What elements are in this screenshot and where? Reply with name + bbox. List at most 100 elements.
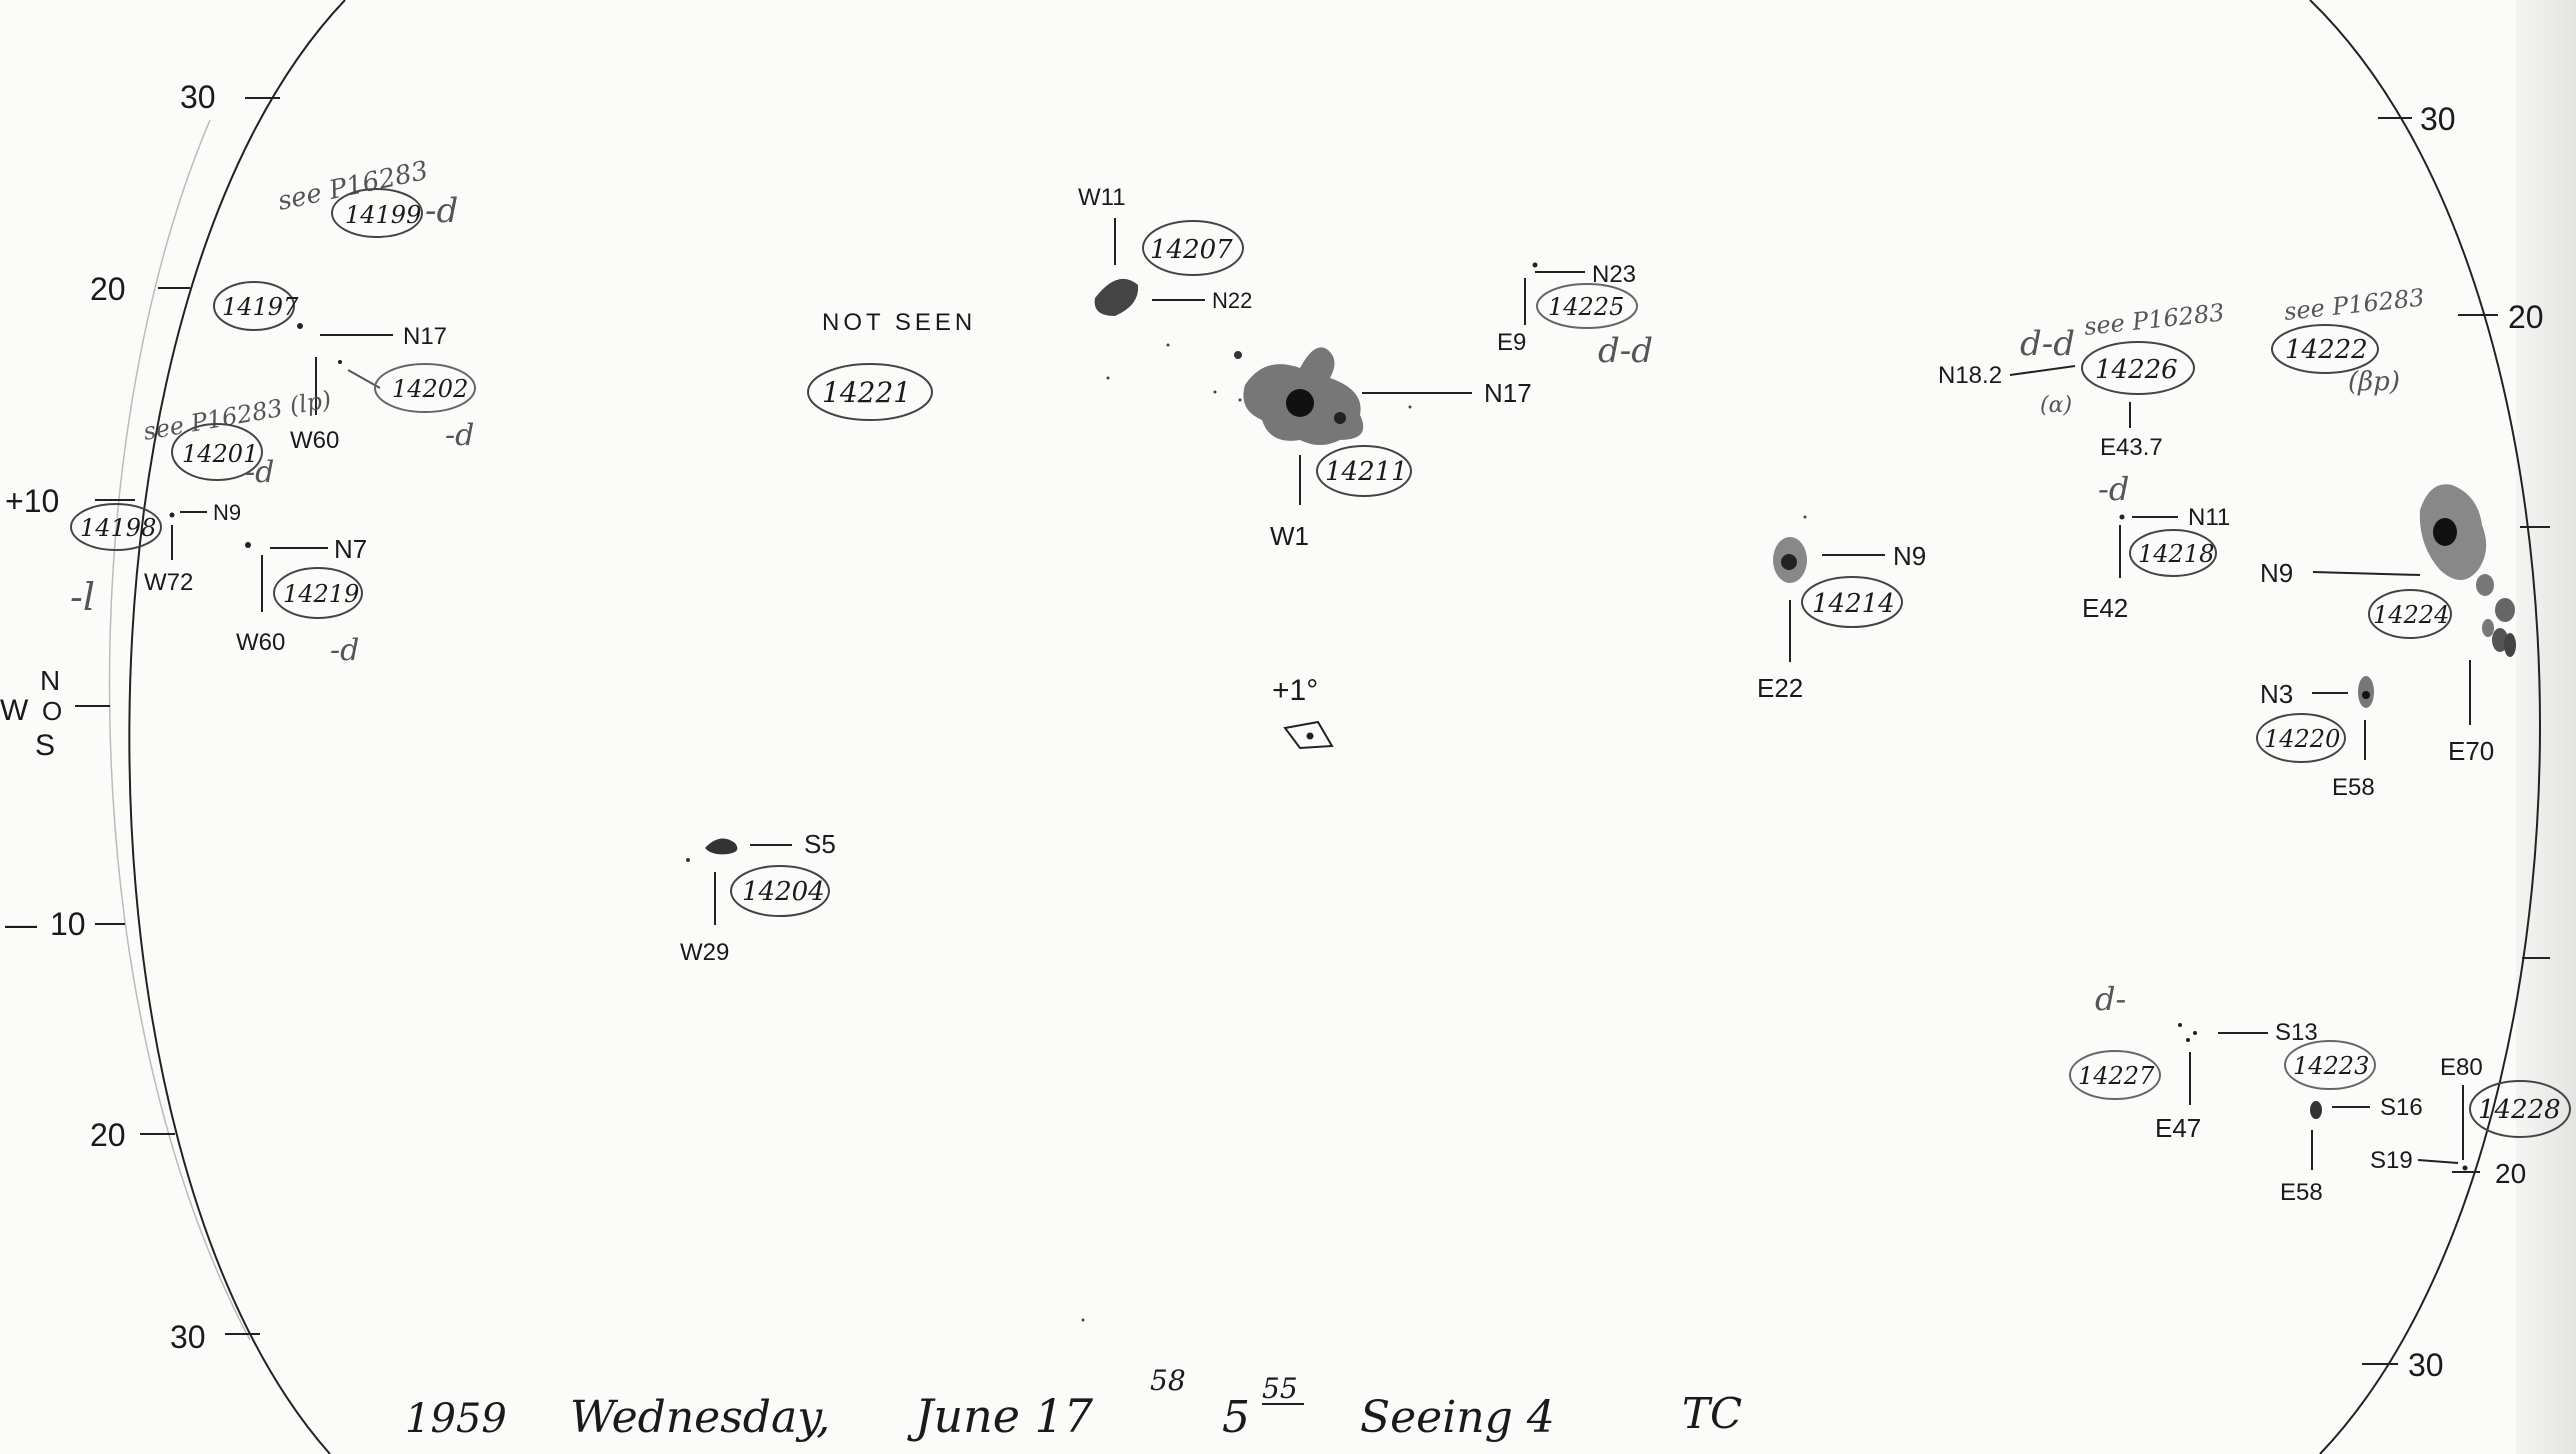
- region-latitude: N9: [1893, 541, 1926, 571]
- region-latitude: N11: [2188, 504, 2230, 531]
- region-number: 14227: [2078, 1062, 2155, 1090]
- region-number: 14207: [1150, 235, 1233, 265]
- lat-right-30-top: 30: [2420, 101, 2456, 137]
- region-tag: -d: [445, 418, 474, 453]
- region-14211: N17 14211 W1: [1234, 347, 1532, 551]
- region-14220: N3 14220 E58: [2256, 676, 2375, 801]
- region-latitude: S5: [804, 829, 836, 859]
- region-number: 14223: [2293, 1052, 2369, 1080]
- region-latitude: N9: [213, 500, 241, 525]
- region-right-latitude: 20: [2495, 1158, 2526, 1189]
- region-14228: E80 14228 S19 20: [2370, 1054, 2571, 1189]
- lat-left-plus-10: +10: [5, 483, 59, 519]
- orientation-w: W: [0, 694, 29, 727]
- solar-limb-left-inner: [108, 119, 251, 1341]
- orientation-marker: W N O S: [0, 665, 110, 762]
- region-longitude: W1: [1270, 521, 1309, 551]
- region-latitude: N3: [2260, 679, 2293, 709]
- region-tag: -d: [2098, 470, 2129, 508]
- region-longitude: W60: [236, 629, 285, 656]
- lat-right-20-top: 20: [2508, 299, 2544, 335]
- region-14226: see P16283 d-d 14226 N18.2 (α) E43.7: [1938, 298, 2226, 461]
- footer-weekday: Wednesday,: [570, 1392, 830, 1443]
- orientation-o: O: [42, 696, 62, 726]
- region-number: 14198: [80, 514, 156, 542]
- region-14198: 14198 N9 W72 -l: [70, 500, 241, 619]
- region-latitude: N23: [1592, 261, 1636, 288]
- latitude-scale-right: 30 20 30: [2362, 101, 2550, 1383]
- orientation-n: N: [40, 665, 60, 696]
- region-longitude: E80: [2440, 1054, 2483, 1081]
- lat-left-30-bottom: 30: [170, 1319, 206, 1355]
- observation-footer: 1959 Wednesday, June 17 58 5 55 Seeing 4…: [405, 1364, 1742, 1443]
- region-longitude: E9: [1497, 329, 1526, 356]
- region-14218: -d N11 14218 E42: [2082, 470, 2230, 623]
- region-number: 14220: [2264, 725, 2340, 753]
- region-longitude: E58: [2280, 1179, 2323, 1206]
- region-14222: see P16283 14222 (βp): [2271, 283, 2426, 397]
- region-number: 14204: [742, 877, 825, 907]
- region-number: 14201: [182, 440, 258, 468]
- region-number: 14219: [283, 580, 359, 608]
- region-longitude: W72: [144, 569, 193, 596]
- region-latitude: N9: [2260, 558, 2293, 588]
- region-14225: N23 14225 E9 d-d: [1497, 261, 1653, 371]
- footer-observer: TC: [1682, 1389, 1742, 1438]
- lat-left-20-bottom: 20: [90, 1117, 126, 1153]
- region-number: 14226: [2095, 355, 2178, 385]
- footer-time-sup: 55: [1262, 1372, 1298, 1405]
- region-14204: S5 14204 W29: [680, 829, 836, 966]
- region-latitude: S13: [2275, 1019, 2318, 1046]
- region-number: 14222: [2285, 335, 2368, 365]
- lat-left-10-bottom: 10: [50, 906, 86, 942]
- region-longitude: W60: [290, 427, 339, 454]
- paper-edge: [2516, 0, 2576, 1454]
- region-number: 14228: [2478, 1095, 2561, 1125]
- region-latitude: N17: [403, 323, 447, 350]
- region-14197: 14197: [213, 281, 303, 331]
- lat-left-minus-tick: —: [5, 906, 37, 942]
- region-number: 14214: [1812, 589, 1895, 619]
- region-longitude: W29: [680, 939, 729, 966]
- footer-time: 5: [1222, 1392, 1250, 1443]
- region-longitude: E43.7: [2100, 434, 2163, 461]
- lat-left-20-top: 20: [90, 271, 126, 307]
- region-latitude: S16: [2380, 1094, 2423, 1121]
- region-number: 14211: [1325, 457, 1408, 487]
- lat-right-30-bottom: 30: [2408, 1347, 2444, 1383]
- footer-year: 1959: [405, 1396, 507, 1442]
- footer-date-sup: 58: [1150, 1364, 1186, 1397]
- region-14214: N9 14214 E22: [1757, 537, 1926, 703]
- region-number: 14202: [392, 375, 468, 403]
- region-note: see P16283: [2083, 298, 2226, 341]
- region-number: 14221: [822, 376, 911, 409]
- orientation-s: S: [35, 729, 55, 762]
- region-tag: d-d: [2020, 324, 2075, 364]
- region-latitude: N7: [334, 534, 367, 564]
- region-number: 14225: [1548, 293, 1624, 321]
- region-14224: N9 14224 E70: [2260, 484, 2516, 766]
- region-tag: -d: [245, 455, 274, 490]
- region-class: (βp): [2348, 367, 2400, 397]
- region-longitude: E70: [2448, 736, 2494, 766]
- region-14202: N17 W60 14202 -d: [290, 323, 476, 454]
- region-longitude: E58: [2332, 774, 2375, 801]
- region-14223: 14223 S16 E58: [2280, 1040, 2423, 1206]
- region-tag: -l: [70, 575, 95, 619]
- region-note: NOT SEEN: [822, 309, 976, 336]
- region-number: 14218: [2138, 540, 2214, 568]
- region-latitude: N18.2: [1938, 362, 2002, 389]
- footer-date: June 17: [907, 1389, 1094, 1443]
- region-note: see P16283: [2283, 283, 2426, 326]
- center-label: +1°: [1272, 674, 1318, 707]
- disk-center-mark: +1°: [1272, 674, 1334, 750]
- region-14199: see P16283 14199 -d: [275, 156, 458, 238]
- region-tag: -d: [425, 191, 458, 231]
- region-latitude: S19: [2370, 1147, 2413, 1174]
- latitude-scale-left: 30 20 +10 — 10 20 30: [5, 79, 280, 1355]
- solar-limb-right: [2309, 0, 2541, 1454]
- lat-left-30-top: 30: [180, 79, 216, 115]
- region-longitude: W11: [1078, 184, 1126, 211]
- region-latitude: N17: [1484, 378, 1532, 408]
- region-number: 14199: [345, 201, 421, 229]
